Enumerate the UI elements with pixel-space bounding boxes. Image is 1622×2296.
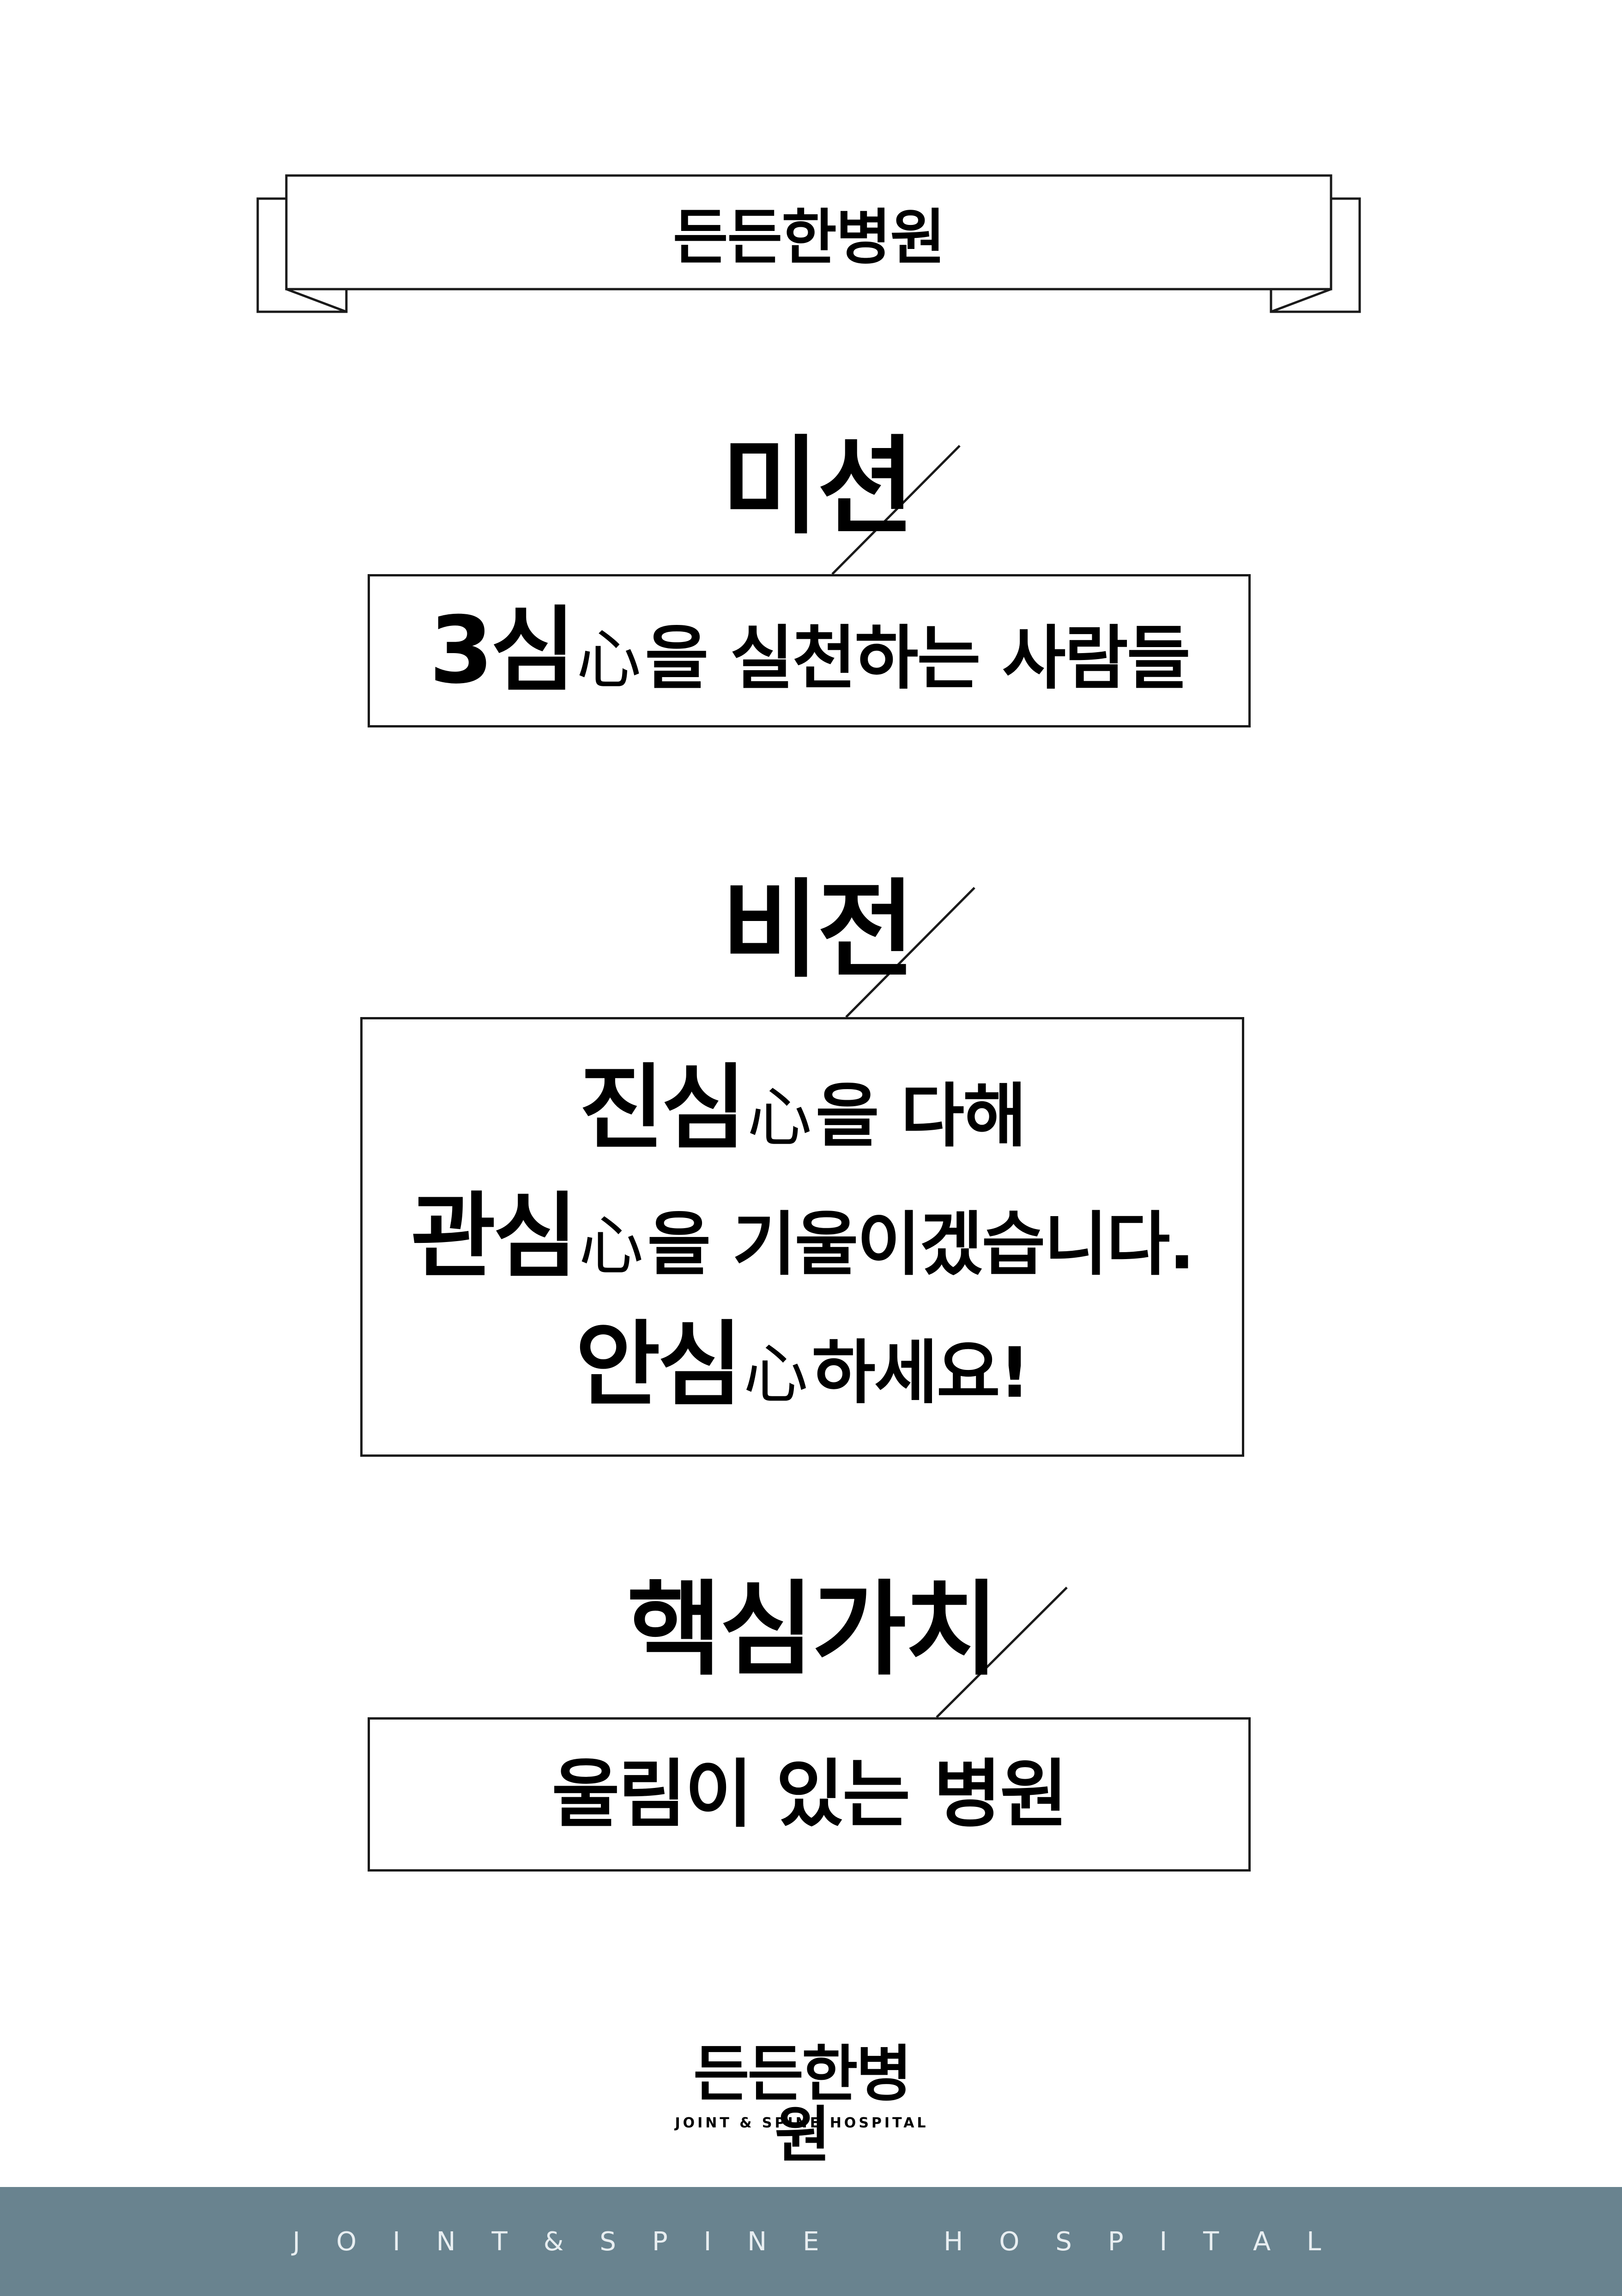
vision-line-2: 관심 心 을 기울이겠습니다. bbox=[411, 1183, 1195, 1290]
vision-line-1-hanja: 心 bbox=[747, 1080, 812, 1156]
mission-suffix: 을 실천하는 사람들 bbox=[645, 618, 1190, 699]
hospital-logo-subtitle: JOINT & SPINE HOSPITAL bbox=[675, 2115, 929, 2131]
footer-text: JOINT&SPINE HOSPITAL bbox=[292, 2226, 1357, 2257]
vision-line-2-suffix: 을 기울이겠습니다. bbox=[647, 1205, 1195, 1285]
mission-box: 3심 心 을 실천하는 사람들 bbox=[368, 574, 1251, 727]
vision-line-1-suffix: 을 다해 bbox=[815, 1076, 1027, 1157]
mission-heading: 미션 bbox=[721, 425, 915, 549]
core-values-box: 울림이 있는 병원 bbox=[368, 1717, 1251, 1872]
vision-line-3: 안심 心 하세요! bbox=[575, 1311, 1030, 1419]
mission-hanja: 心 bbox=[576, 623, 642, 698]
mission-prefix: 3심 bbox=[429, 597, 575, 704]
mission-statement: 3심 心 을 실천하는 사람들 bbox=[429, 597, 1191, 704]
hospital-logo-name: 든든한병원 bbox=[693, 2039, 912, 2171]
ribbon-banner-graphic bbox=[256, 174, 1361, 313]
vision-line-2-hanja: 心 bbox=[579, 1209, 644, 1284]
vision-line-2-prefix: 관심 bbox=[411, 1183, 578, 1290]
vision-line-3-prefix: 안심 bbox=[575, 1311, 743, 1419]
vision-line-3-hanja: 心 bbox=[743, 1337, 808, 1412]
core-values-statement: 울림이 있는 병원 bbox=[551, 1751, 1068, 1837]
ribbon-title: 든든한병원 bbox=[672, 202, 945, 273]
vision-line-1-prefix: 진심 bbox=[579, 1054, 746, 1162]
vision-line-3-suffix: 하세요! bbox=[811, 1333, 1030, 1413]
vision-line-1: 진심 心 을 다해 bbox=[579, 1054, 1027, 1162]
vision-box: 진심 心 을 다해 관심 心 을 기울이겠습니다. 안심 心 하세요! bbox=[360, 1017, 1244, 1457]
vision-heading: 비전 bbox=[721, 869, 915, 992]
core-values-heading: 핵심가치 bbox=[627, 1570, 999, 1690]
footer-bar: JOINT&SPINE HOSPITAL bbox=[0, 2187, 1622, 2296]
